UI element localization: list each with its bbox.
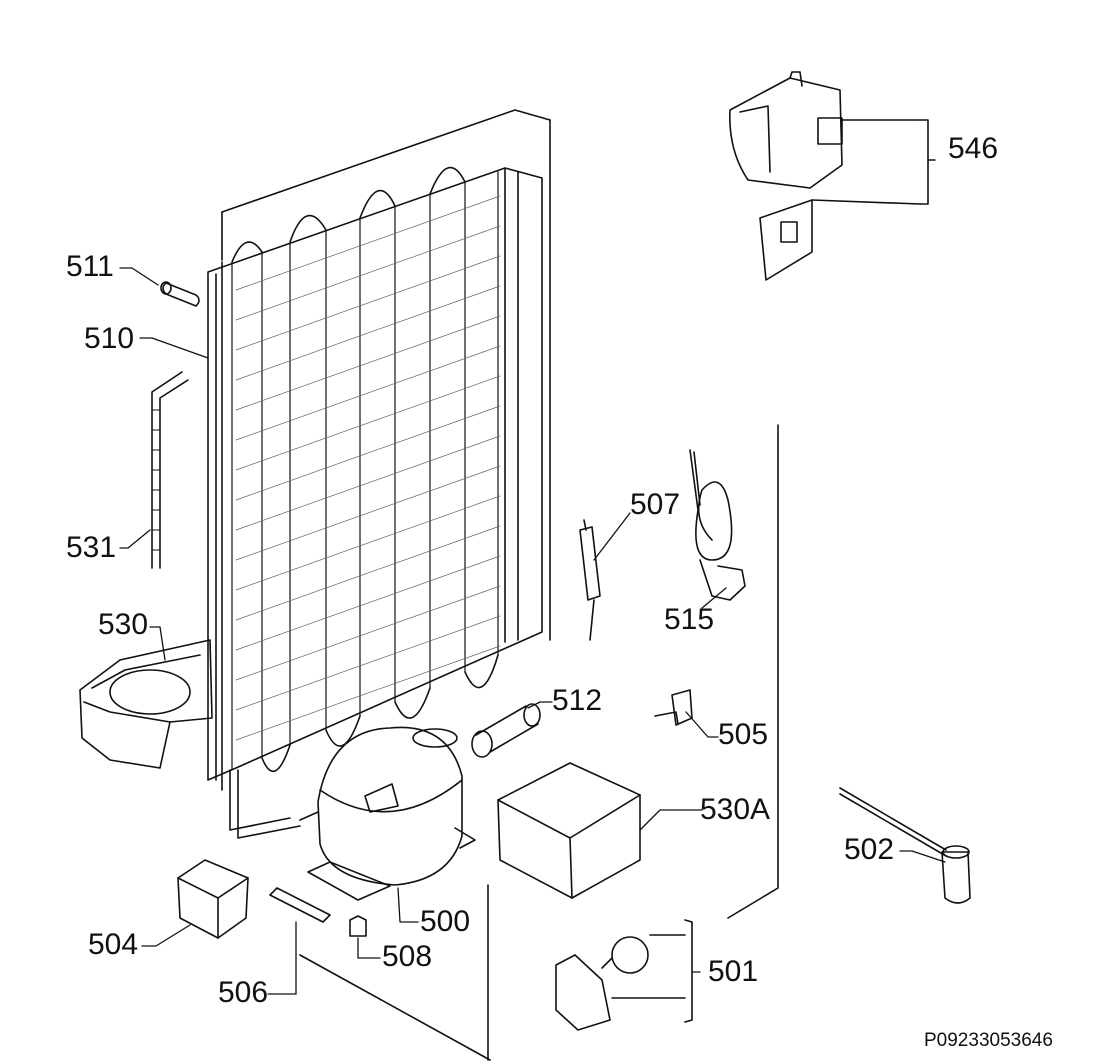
plate-506 (269, 887, 331, 923)
part-label-506: 506 (218, 976, 269, 1009)
grommet-508 (349, 915, 367, 937)
wiring-507-515 (579, 449, 746, 641)
part-label-512: 512 (552, 684, 603, 717)
part-label-505: 505 (718, 718, 769, 751)
part-label-530: 530 (98, 608, 149, 641)
cylinder-512 (471, 703, 541, 758)
sleeve-511 (160, 281, 200, 307)
part-label-530a: 530A (700, 793, 771, 826)
part-label-531: 531 (66, 531, 117, 564)
leader-lines (119, 267, 946, 995)
leader-530 (149, 626, 166, 661)
part-label-500: 500 (420, 905, 471, 938)
part-label-510: 510 (84, 322, 135, 355)
leader-530a (639, 809, 703, 831)
part-label-511: 511 (66, 250, 114, 283)
leader-502 (899, 850, 946, 863)
condenser-fins (231, 171, 499, 771)
leader-508 (357, 937, 381, 959)
start-device-501 (555, 919, 693, 1031)
compressor-500 (299, 726, 476, 901)
part-label-546: 546 (948, 132, 999, 165)
cover-box-530a (497, 762, 641, 899)
part-label-502: 502 (844, 833, 895, 866)
part-label-507: 507 (630, 488, 681, 521)
start-relay-502 (839, 787, 971, 904)
leader-506 (267, 921, 297, 995)
part-label-508: 508 (382, 940, 433, 973)
thermostat-assembly-546 (729, 71, 936, 281)
part-label-515: 515 (664, 603, 715, 636)
bracket-505 (654, 689, 693, 726)
condenser-510 (207, 166, 543, 839)
condenser-tube-loops (231, 166, 499, 773)
evaporation-tray-530 (79, 639, 213, 769)
leader-505 (685, 711, 719, 738)
cabinet-outline (221, 109, 779, 1061)
leader-504 (141, 924, 191, 947)
leader-515 (701, 587, 727, 609)
leader-507 (593, 512, 631, 561)
relay-box-504 (177, 859, 249, 939)
document-id: P09233053646 (924, 1030, 1053, 1051)
leader-512 (527, 701, 553, 709)
leader-510 (139, 337, 209, 359)
leader-500 (397, 887, 419, 923)
condenser-hatching (235, 195, 501, 741)
leader-531 (119, 529, 151, 549)
part-label-504: 504 (88, 928, 139, 961)
leader-511 (119, 267, 159, 286)
drain-hose-531 (151, 371, 189, 569)
part-label-501: 501 (708, 955, 759, 988)
